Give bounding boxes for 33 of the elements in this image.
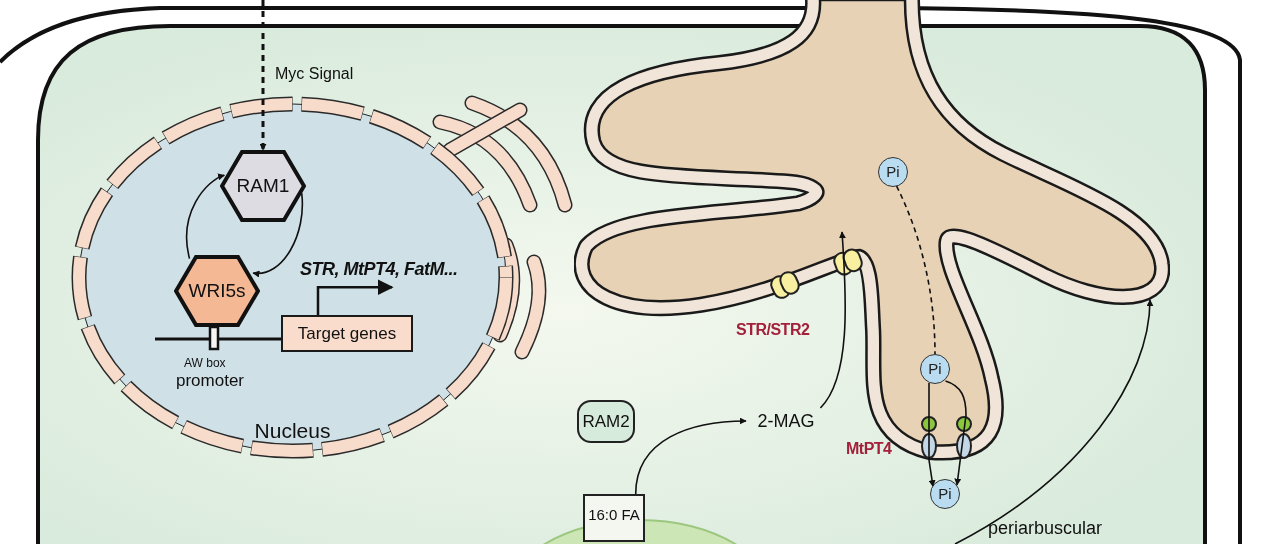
arrow (944, 380, 967, 486)
node-text: Pi (886, 161, 900, 182)
node-text: RAM2 (582, 410, 630, 433)
node-text: WRI5s (188, 278, 246, 303)
protein-label: STR/STR2 (736, 320, 810, 340)
node-text: 2-MAG (757, 409, 815, 433)
node-text: Pi (938, 483, 952, 504)
node-text: STR, MtPT4, FatM... (300, 257, 458, 281)
dna-label: promoter (176, 370, 245, 392)
arrow (634, 417, 747, 495)
node-text: RAM1 (236, 173, 290, 198)
node-text: Pi (928, 358, 942, 379)
arrow (928, 382, 936, 488)
dna-label: AW box (184, 355, 226, 372)
node-text: periarbuscular (988, 516, 1103, 540)
protein-pill (577, 400, 635, 443)
arrow (819, 231, 847, 409)
protein-hexagon (174, 255, 260, 327)
arbuscule-drawing (574, 0, 1170, 462)
protein-hexagon (220, 150, 306, 222)
nucleus-ellipse (70, 95, 515, 460)
gene-box (281, 315, 413, 352)
arrow (316, 279, 394, 315)
node-text: Nucleus (254, 417, 331, 444)
protein-label: MtPT4 (846, 439, 892, 459)
edge-label: Myc Signal (275, 64, 354, 84)
node-text: Target genes (297, 322, 397, 345)
arrow (954, 299, 1154, 544)
node-text: 16:0 FA (588, 505, 640, 525)
arrow (252, 192, 304, 277)
arrow (259, 0, 267, 151)
arrow (185, 174, 226, 260)
fatty-acid-box (583, 494, 645, 542)
